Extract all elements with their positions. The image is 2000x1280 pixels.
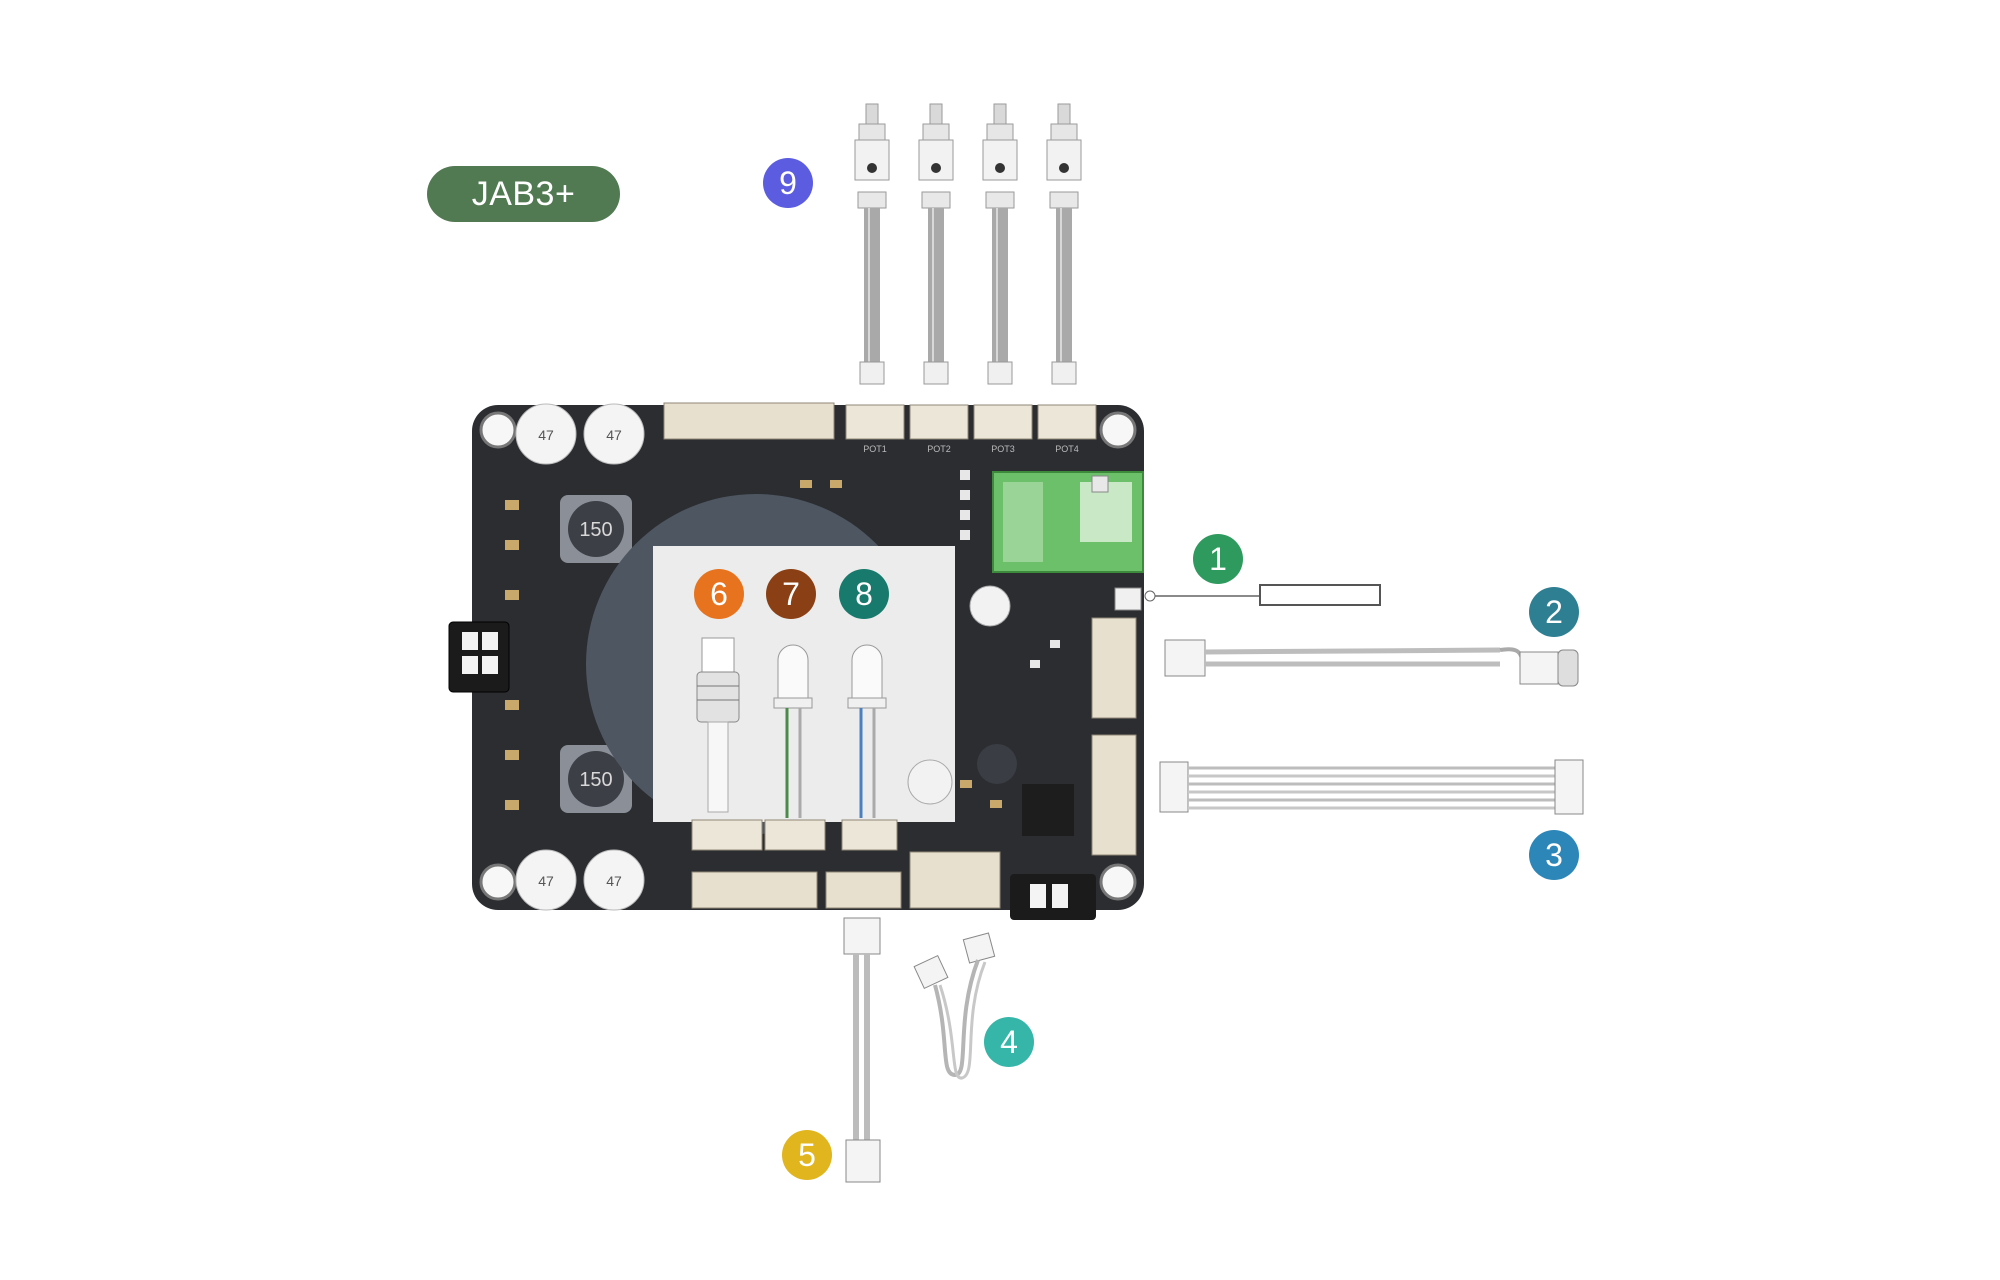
top-pin-header (663, 402, 835, 440)
inductor: 150 (560, 745, 632, 813)
callout-7: 7 (766, 569, 816, 619)
antenna-socket (1114, 587, 1142, 611)
right-connector-lower (1091, 734, 1137, 856)
callout-circle (1529, 587, 1579, 637)
capacitor: 47 (515, 849, 577, 911)
wifi-antenna-icon (992, 471, 1144, 573)
bottom-header (909, 851, 1001, 909)
mounting-hole (479, 411, 517, 449)
mounting-hole (1099, 863, 1137, 901)
callout-number: 1 (1209, 541, 1227, 577)
inductor-label: 150 (579, 519, 612, 541)
callout-2: 2 (1529, 587, 1579, 637)
speaker-connector-icon (1010, 874, 1096, 920)
callout-circle (1193, 534, 1243, 584)
inductor: 150 (560, 495, 632, 563)
callout-number: 5 (798, 1137, 816, 1173)
callout-circle (839, 569, 889, 619)
mounting-hole (1099, 411, 1137, 449)
pot-label: POT4 (1055, 444, 1079, 454)
pcb-board: 47 47 47 47 150 150 (448, 402, 1144, 920)
callout-number: 3 (1545, 837, 1563, 873)
potentiometer-icon (982, 103, 1018, 385)
callout-4: 4 (984, 1017, 1034, 1067)
bottom-header (691, 819, 763, 851)
ir-receiver-icon (696, 637, 740, 813)
pot-connector-row: POT1 POT2 POT3 POT4 (845, 404, 1097, 454)
multi-wire-cable (1159, 759, 1584, 815)
power-cable (843, 917, 881, 1183)
callout-number: 7 (782, 576, 800, 612)
bottom-header (764, 819, 826, 851)
callout-6: 6 (694, 569, 744, 619)
callout-circle (984, 1017, 1034, 1067)
small-capacitor (907, 759, 953, 805)
inductor-label: 150 (579, 769, 612, 791)
capacitor: 47 (583, 849, 645, 911)
callout-circle (782, 1130, 832, 1180)
pot-label: POT1 (863, 444, 887, 454)
callout-3: 3 (1529, 830, 1579, 880)
callout-1: 1 (1193, 534, 1243, 584)
callout-circle (766, 569, 816, 619)
right-connector-upper (1091, 617, 1137, 719)
potentiometer-icon (1046, 103, 1082, 385)
jumper-cable (913, 932, 996, 1080)
callout-number: 6 (710, 576, 728, 612)
capacitor-label: 47 (538, 873, 554, 889)
capacitor-label: 47 (606, 873, 622, 889)
bottom-header (841, 819, 898, 851)
callout-circle (763, 158, 813, 208)
callout-circle (1529, 830, 1579, 880)
callout-number: 8 (855, 576, 873, 612)
capacitor-label: 47 (606, 427, 622, 443)
wifi-antenna-cable (1144, 584, 1381, 606)
led-white-icon (773, 644, 813, 818)
small-capacitor (969, 585, 1011, 627)
bottom-header (825, 871, 902, 909)
callout-number: 2 (1545, 594, 1563, 630)
pot-label: POT2 (927, 444, 951, 454)
amplifier-chip (1022, 784, 1074, 836)
capacitor: 47 (583, 403, 645, 465)
callout-5: 5 (782, 1130, 832, 1180)
power-connector-icon (448, 621, 510, 693)
model-badge-label: JAB3+ (471, 174, 576, 213)
potentiometer-icon (918, 103, 954, 385)
capacitor: 47 (515, 403, 577, 465)
callout-number: 9 (779, 165, 797, 201)
callout-layer: 1 2 3 4 5 6 7 8 9 (694, 158, 1579, 1180)
potentiometer-group (854, 103, 1082, 385)
bottom-header (691, 871, 818, 909)
model-badge: JAB3+ (427, 166, 620, 222)
capacitor-label: 47 (538, 427, 554, 443)
pot-label: POT3 (991, 444, 1015, 454)
small-inductor (977, 744, 1017, 784)
mounting-hole (479, 863, 517, 901)
callout-number: 4 (1000, 1024, 1018, 1060)
callout-9: 9 (763, 158, 813, 208)
callout-8: 8 (839, 569, 889, 619)
potentiometer-icon (854, 103, 890, 385)
led-white-icon (847, 644, 887, 818)
callout-circle (694, 569, 744, 619)
ir-cable (1164, 639, 1579, 687)
